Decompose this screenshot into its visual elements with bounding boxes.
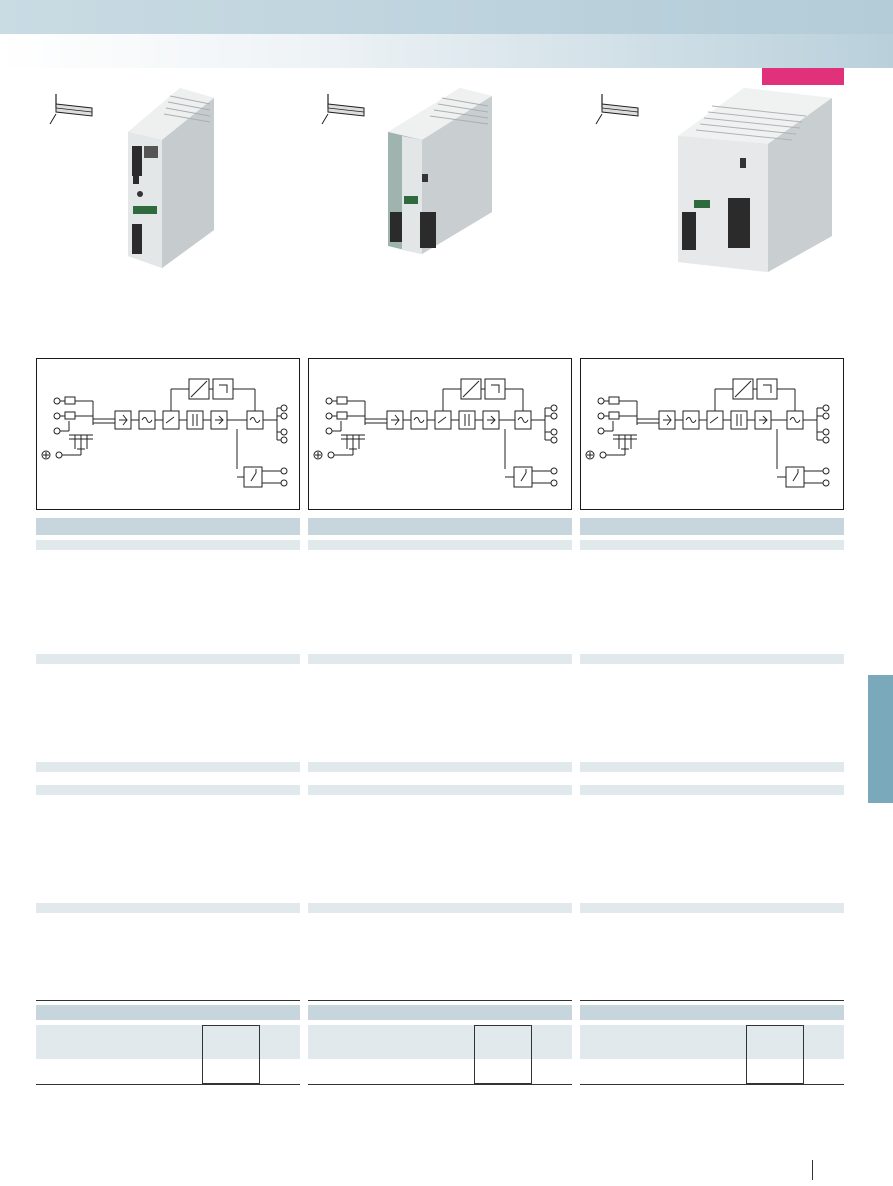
spec-section-row: [580, 903, 844, 913]
block-diagram-2: [308, 358, 572, 510]
spec-section-row: [308, 654, 572, 664]
spec-section-row: [580, 540, 844, 550]
din-rail-icon: [595, 94, 639, 125]
spec-section-row: [36, 762, 300, 772]
ordering-table-3: [580, 1000, 844, 1086]
product-image-power-supply-wide: [678, 88, 832, 272]
ordering-table-cell: [474, 1025, 532, 1084]
block-diagram-1: [36, 358, 300, 510]
product-image-power-supply-slim: [128, 88, 214, 268]
ordering-table-row: [36, 1025, 300, 1059]
spec-section-row: [308, 762, 572, 772]
ordering-table-header: [36, 1005, 300, 1020]
page-number-divider: [812, 1160, 813, 1180]
ordering-table-row: [308, 1025, 572, 1059]
din-rail-icon: [321, 94, 365, 125]
circuit-schematic: [41, 378, 288, 488]
ordering-table-1: [36, 1000, 300, 1086]
spec-section-row: [580, 785, 844, 795]
ordering-table-2: [308, 1000, 572, 1086]
spec-table-header: [36, 518, 300, 535]
highlight-badge: [762, 68, 844, 85]
spec-section-row: [36, 785, 300, 795]
ordering-table-header: [580, 1005, 844, 1020]
spec-table-header: [580, 518, 844, 535]
ordering-table-header: [308, 1005, 572, 1020]
table-rule: [580, 1084, 844, 1085]
product-image-power-supply-medium: [388, 88, 492, 254]
spec-section-row: [308, 540, 572, 550]
chapter-side-tab[interactable]: [868, 675, 893, 803]
circuit-schematic: [313, 378, 558, 488]
table-rule: [308, 1084, 572, 1085]
spec-section-row: [580, 762, 844, 772]
ordering-table-cell: [202, 1025, 260, 1084]
table-rule: [36, 1084, 300, 1085]
spec-section-row: [580, 654, 844, 664]
ordering-table-row: [580, 1025, 844, 1059]
spec-section-row: [36, 540, 300, 550]
spec-section-row: [308, 903, 572, 913]
spec-section-row: [36, 903, 300, 913]
ordering-table-cell: [746, 1025, 804, 1084]
spec-table-header: [308, 518, 572, 535]
circuit-schematic: [585, 378, 830, 488]
header-band: [0, 0, 893, 34]
subheader-band: [0, 34, 893, 68]
block-diagram-3: [580, 358, 844, 510]
din-rail-icon: [49, 94, 93, 125]
spec-section-row: [36, 654, 300, 664]
spec-section-row: [308, 785, 572, 795]
